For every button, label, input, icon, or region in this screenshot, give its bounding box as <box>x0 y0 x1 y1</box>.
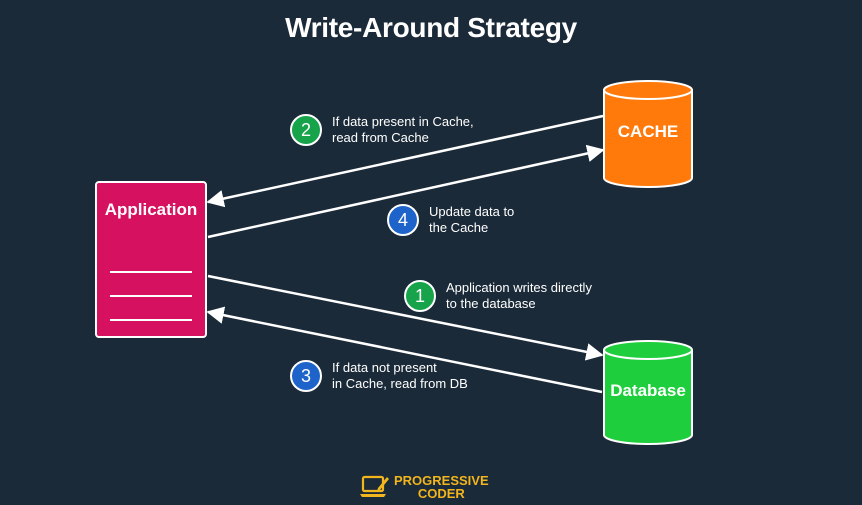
database-cylinder <box>603 340 693 445</box>
arrow-read-from-cache <box>206 114 604 208</box>
brand-logo: PROGRESSIVE CODER <box>360 474 489 500</box>
step-4: 4 Update data to the Cache <box>387 204 514 236</box>
database-label: Database <box>610 381 686 400</box>
application-label: Application <box>104 200 198 219</box>
brand-name: PROGRESSIVE CODER <box>394 474 489 500</box>
application-box <box>95 181 207 338</box>
step-2: 2 If data present in Cache, read from Ca… <box>290 114 474 146</box>
arrow-write-database <box>207 274 604 361</box>
cache-cylinder <box>603 80 693 188</box>
step-2-text: If data present in Cache, read from Cach… <box>332 114 474 145</box>
step-1-badge: 1 <box>404 280 436 312</box>
laptop-pencil-icon <box>360 475 389 497</box>
arrow-update-cache <box>207 144 605 239</box>
step-1: 1 Application writes directly to the dat… <box>404 280 592 312</box>
step-3-text: If data not present in Cache, read from … <box>332 360 468 391</box>
step-2-badge: 2 <box>290 114 322 146</box>
cache-label: CACHE <box>617 122 679 141</box>
arrow-read-from-database <box>206 306 603 394</box>
step-4-badge: 4 <box>387 204 419 236</box>
step-3-badge: 3 <box>290 360 322 392</box>
brand-line-2: CODER <box>417 486 465 501</box>
step-1-text: Application writes directly to the datab… <box>446 280 592 311</box>
step-4-text: Update data to the Cache <box>429 204 515 235</box>
diagram-title: Write-Around Strategy <box>285 12 577 43</box>
step-3: 3 If data not present in Cache, read fro… <box>290 360 468 392</box>
brand-line-1: PROGRESSIVE <box>394 473 489 488</box>
